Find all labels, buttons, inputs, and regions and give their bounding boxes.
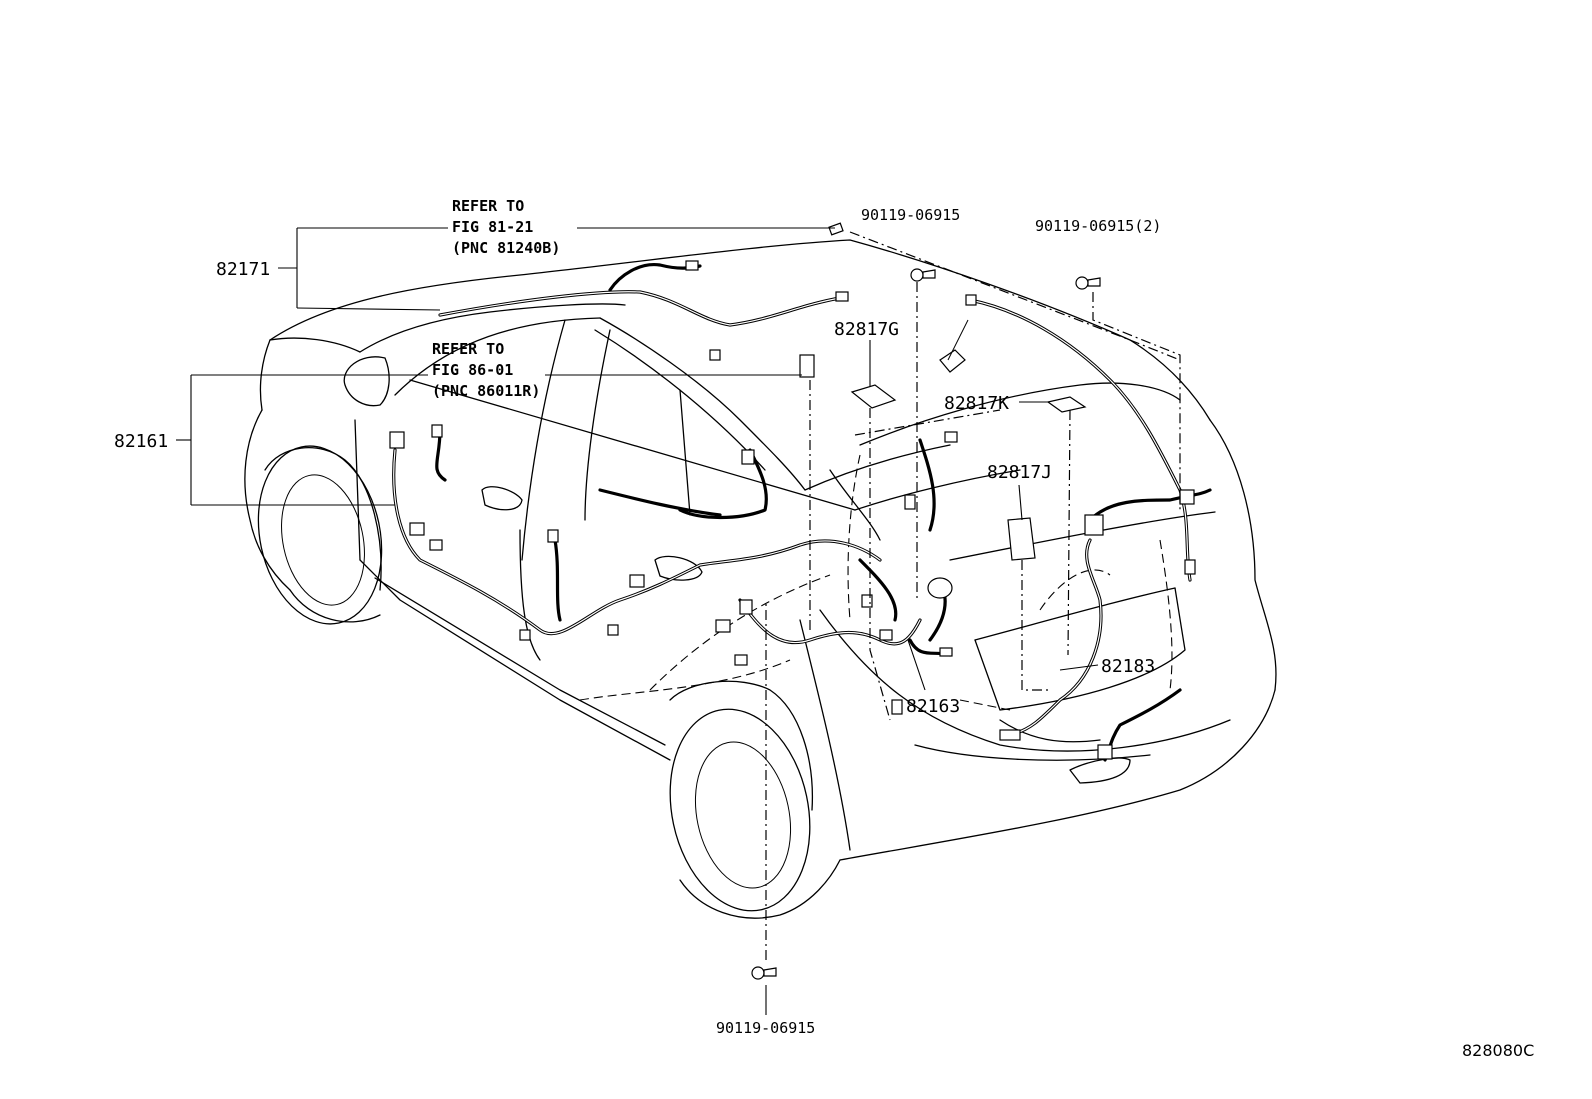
part-label-82161: 82161 [114,431,168,452]
part-label-82171: 82171 [216,259,270,280]
bolt-top-center [910,268,936,282]
bolt-label-top-center: 90119-06915 [861,206,960,224]
refer-note-floor-line2: FIG 86-01 [432,361,513,379]
bolt-top-right [1075,276,1101,290]
refer-note-floor-line1: REFER TO [432,340,504,358]
part-label-82183: 82183 [1101,656,1155,677]
sticker-82817j [1007,517,1036,561]
refer-note-floor-line3: (PNC 86011R) [432,382,540,400]
leader-lines [176,227,1181,1015]
refer-note-roof: REFER TO FIG 81-21 (PNC 81240B) [452,197,560,257]
refer-note-roof-line2: FIG 81-21 [452,218,533,236]
refer-note-roof-line1: REFER TO [452,197,524,215]
rear-harness-82163 [715,431,958,715]
bolt-label-bottom: 90119-06915 [716,1019,815,1037]
vehicle-body-outline [244,239,1277,919]
roof-harness-82171 [438,222,849,327]
part-label-82817k: 82817K [944,393,1009,414]
figure-code: 828080C [1462,1041,1534,1060]
floor-harness-82161 [389,349,882,641]
part-label-82817j: 82817J [987,462,1052,483]
sticker-82817k [1046,396,1087,413]
part-label-82163: 82163 [906,696,960,717]
part-label-82817g: 82817G [834,319,899,340]
bolt-bottom [751,966,777,980]
refer-note-roof-line3: (PNC 81240B) [452,239,560,257]
bolt-label-top-right: 90119-06915(2) [1035,217,1161,235]
sticker-82817g [850,384,897,409]
refer-note-floor: REFER TO FIG 86-01 (PNC 86011R) [432,340,540,400]
back-door-harness-82183 [939,294,1212,762]
